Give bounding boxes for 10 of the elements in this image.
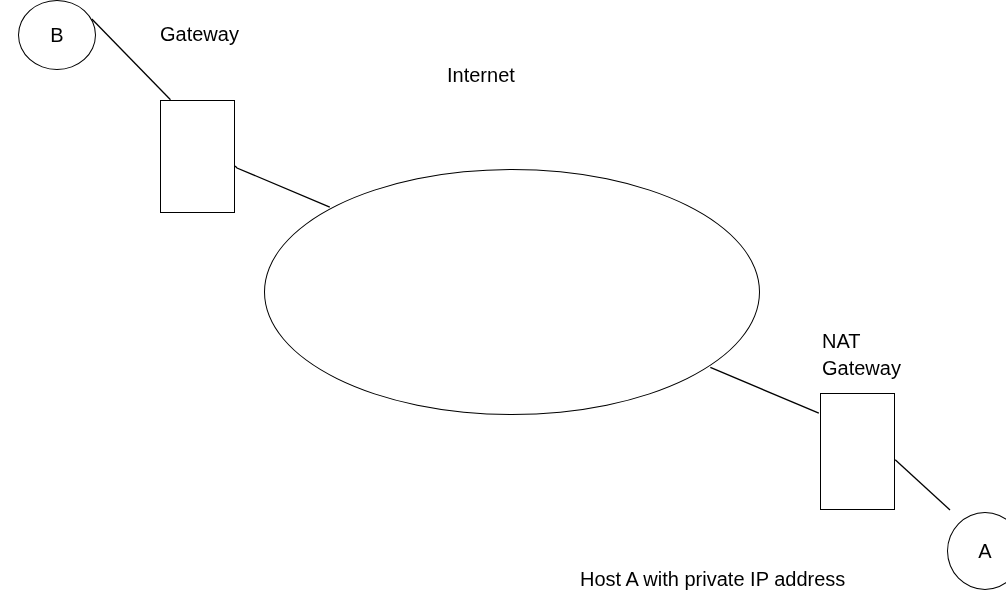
connector-line <box>234 165 331 208</box>
node-label: A <box>978 538 992 564</box>
node-label: NAT Gateway <box>822 329 902 381</box>
node-label: B <box>50 22 64 48</box>
note-label: Host A with private IP address <box>580 567 846 592</box>
connector-line <box>894 459 951 511</box>
node-label: Gateway <box>160 22 240 47</box>
connector-line <box>709 366 820 414</box>
connector-line <box>91 18 172 101</box>
node-label: Internet <box>447 63 516 88</box>
